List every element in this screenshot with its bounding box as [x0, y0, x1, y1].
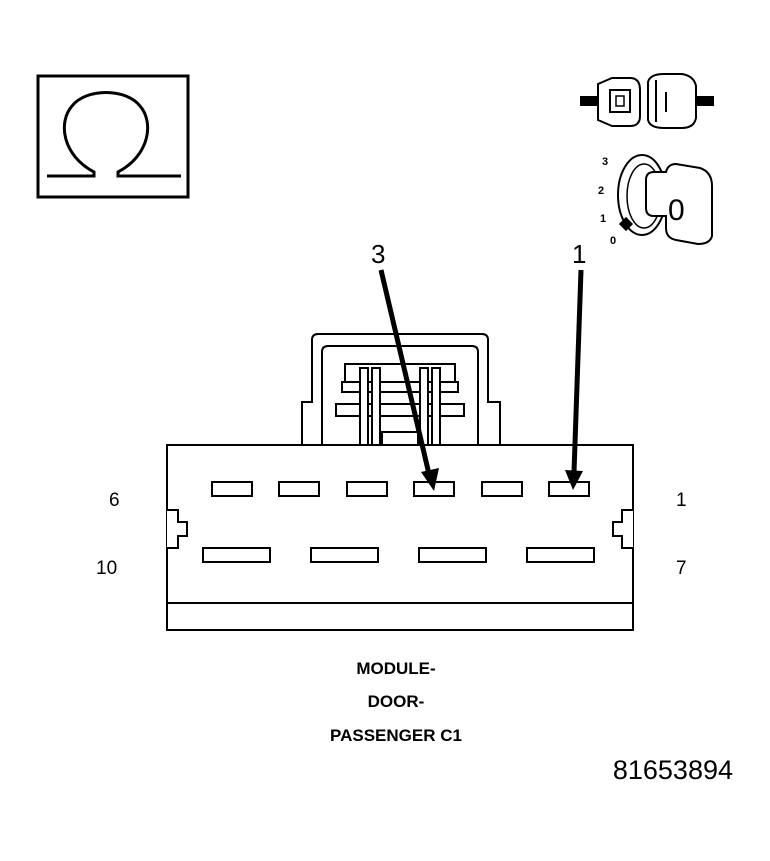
- cavity-5: [278, 481, 320, 497]
- disconnected-connector-icon: [580, 73, 714, 129]
- cavity-6: [211, 481, 253, 497]
- cavity-4: [346, 481, 388, 497]
- ohm-icon: [36, 74, 190, 199]
- callout-label-3: 3: [371, 239, 385, 269]
- caption-line-2: DOOR-: [368, 692, 425, 711]
- callout-arrow-1: [565, 269, 584, 490]
- ignition-position-1: 1: [600, 213, 606, 225]
- pin-label-1: 1: [676, 490, 687, 511]
- figure-number: 81653894: [613, 755, 733, 785]
- connector-c1: [166, 333, 634, 631]
- caption-line-3: PASSENGER C1: [330, 726, 462, 745]
- caption-line-1: MODULE-: [356, 659, 435, 678]
- cavity-2: [481, 481, 523, 497]
- callout-label-1: 1: [572, 239, 586, 269]
- callout-arrow-3: [378, 269, 439, 491]
- cavity-7: [526, 547, 595, 563]
- cavity-8: [418, 547, 487, 563]
- pin-label-7: 7: [676, 558, 687, 579]
- pin-label-10: 10: [96, 558, 117, 579]
- cavity-9: [310, 547, 379, 563]
- ignition-switch-icon: 3 2 1 0 0: [598, 154, 713, 247]
- cavity-1: [548, 481, 590, 497]
- cavity-10: [202, 547, 271, 563]
- ignition-position-2: 2: [598, 185, 604, 197]
- ignition-position-0: 0: [610, 235, 616, 247]
- ignition-key-label: 0: [668, 194, 685, 227]
- ignition-position-3: 3: [602, 156, 608, 168]
- pin-label-6: 6: [109, 490, 120, 511]
